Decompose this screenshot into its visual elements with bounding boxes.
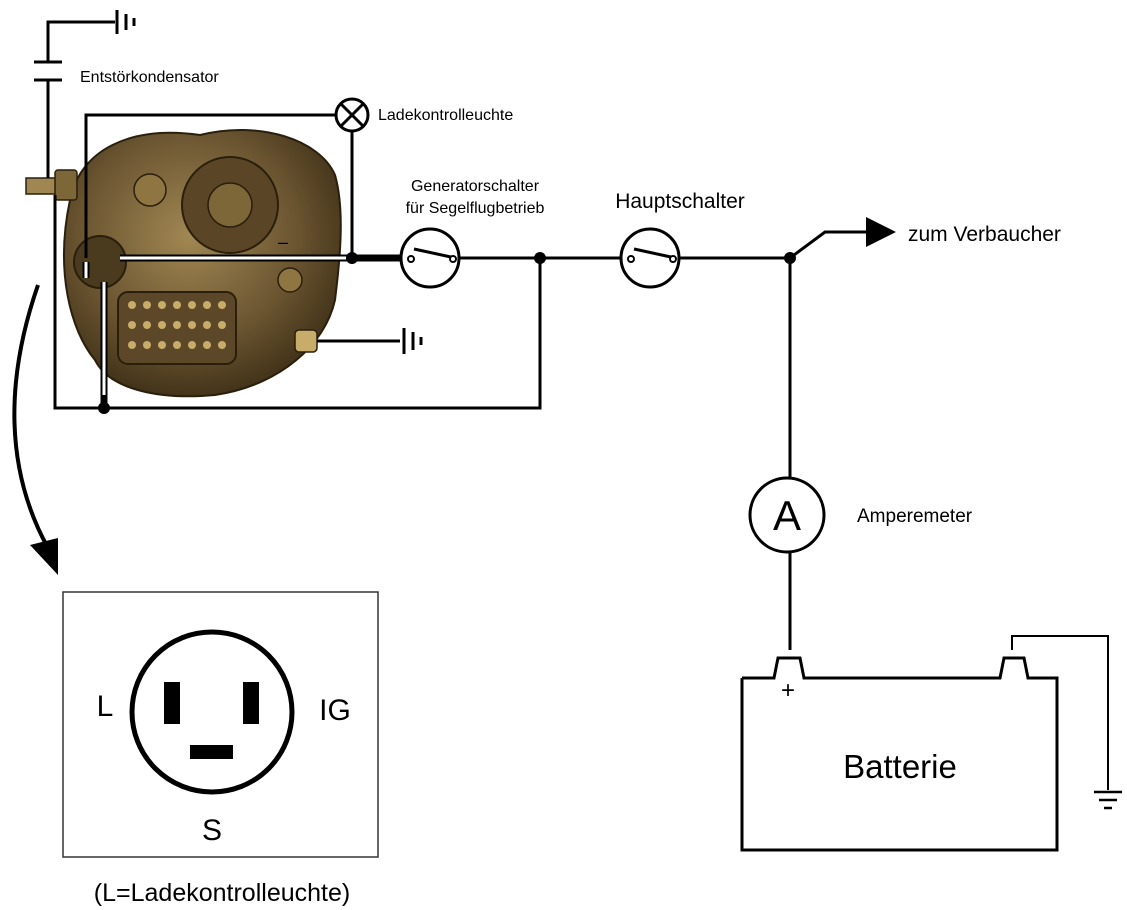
ground-icon bbox=[402, 328, 423, 354]
switch-icon bbox=[399, 227, 461, 289]
main-switch-label: Hauptschalter bbox=[615, 190, 745, 213]
battery-icon: + Batterie bbox=[740, 656, 1059, 852]
junction-dot bbox=[534, 252, 546, 264]
battery-label: Batterie bbox=[843, 748, 957, 785]
junction-dots bbox=[98, 252, 796, 414]
battery-plus-label: + bbox=[781, 677, 795, 704]
pin-s-blade bbox=[190, 745, 233, 759]
lamp-label: Ladekontrolleuchte bbox=[378, 107, 513, 124]
generator-switch-sublabel: für Segelflugbetrieb bbox=[406, 200, 545, 217]
ammeter-symbol: A bbox=[773, 492, 801, 539]
pin-l-label: L bbox=[97, 690, 114, 723]
capacitor-label: Entstörkondensator bbox=[80, 69, 219, 86]
capacitor-icon bbox=[34, 60, 62, 82]
alternator-minus-label: – bbox=[278, 232, 288, 252]
circuit-wires bbox=[53, 113, 1109, 790]
junction-dot bbox=[346, 252, 358, 264]
lamp-icon bbox=[334, 97, 370, 133]
plug-detail: L IG S bbox=[62, 591, 379, 858]
ammeter-label: Amperemeter bbox=[857, 506, 973, 527]
capacitor-wiring: Entstörkondensator bbox=[34, 10, 219, 178]
junction-dot bbox=[98, 402, 110, 414]
pin-ig-blade bbox=[243, 682, 259, 724]
arrow-icon bbox=[12, 284, 58, 575]
plug-caption: (L=Ladekontrolleuchte) bbox=[94, 879, 350, 907]
ground-icon bbox=[115, 10, 136, 34]
pin-s-label: S bbox=[202, 814, 222, 847]
generator-switch-label: Generatorschalter bbox=[411, 178, 540, 195]
pin-l-blade bbox=[164, 682, 180, 724]
consumer-label: zum Verbaucher bbox=[908, 223, 1061, 246]
pin-ig-label: IG bbox=[319, 694, 351, 727]
ground-icon bbox=[1094, 790, 1122, 810]
alternator-icon: – bbox=[25, 128, 342, 398]
ammeter-icon: A bbox=[748, 476, 826, 554]
switch-icon bbox=[619, 227, 681, 289]
junction-dot bbox=[784, 252, 796, 264]
